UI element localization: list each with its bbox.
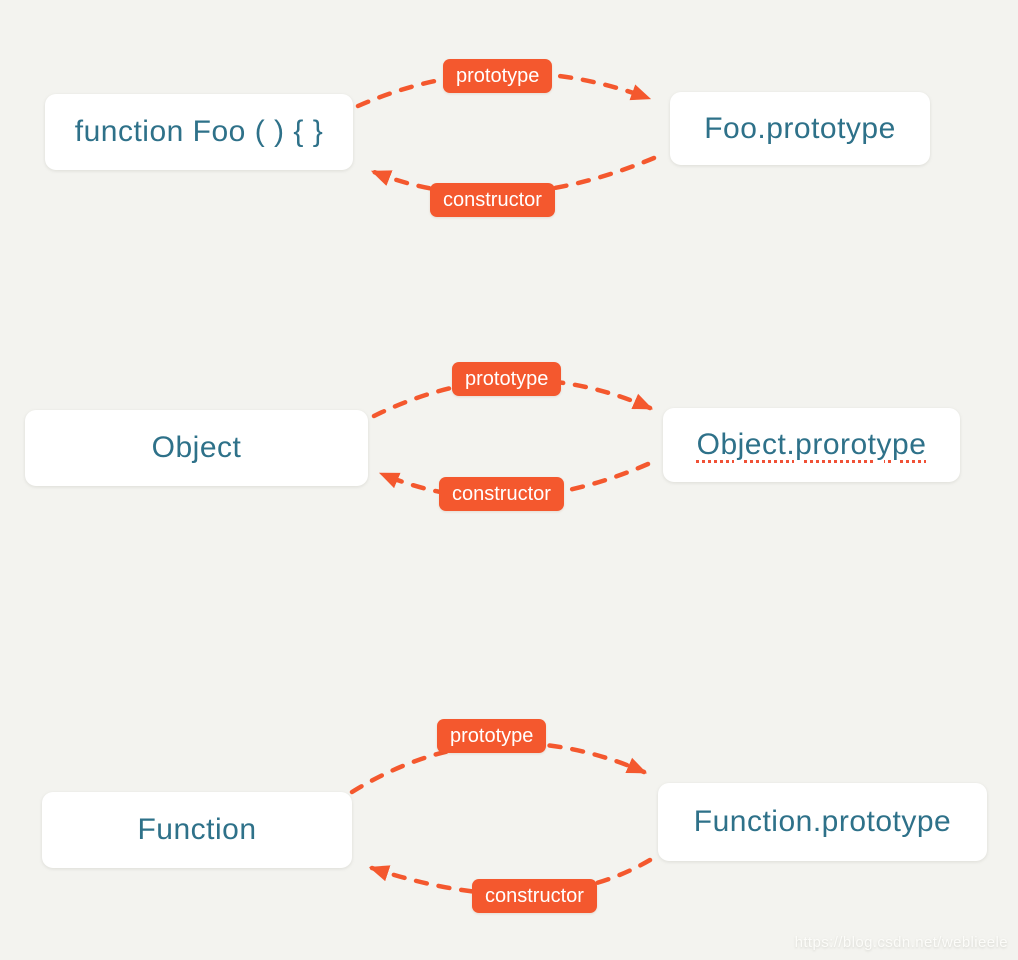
constructor-label-badge-row3: constructor <box>472 879 597 913</box>
constructor-label-badge-row2: constructor <box>439 477 564 511</box>
prototype-arrow-row3 <box>349 741 648 795</box>
prototype-label-badge-row2: prototype <box>452 362 562 396</box>
node-foo-prototype: Foo.prototype <box>670 92 930 165</box>
node-function: Function <box>42 792 352 868</box>
node-function-foo: function Foo ( ) { } <box>45 94 353 170</box>
node-function-prototype: Function.prototype <box>658 783 987 861</box>
constructor-arrow-row3 <box>368 857 653 897</box>
constructor-label-badge-row1: constructor <box>430 183 555 217</box>
prototype-label-badge-row1: prototype <box>443 59 553 93</box>
node-function-label: Function <box>137 813 257 846</box>
watermark: https://blog.csdn.net/weblieele <box>794 934 1008 951</box>
node-object-prototype-label: Object.prorotype <box>696 428 927 461</box>
node-foo-prototype-label: Foo.prototype <box>704 111 896 145</box>
constructor-arrow-row1 <box>370 155 657 197</box>
node-object-prototype: Object.prorotype <box>663 408 960 482</box>
node-function-foo-label: function Foo ( ) { } <box>74 115 324 148</box>
node-function-prototype-label: Function.prototype <box>693 805 952 838</box>
node-object: Object <box>25 410 368 486</box>
prototype-label-badge-row3: prototype <box>437 719 547 753</box>
node-object-label: Object <box>151 431 242 464</box>
